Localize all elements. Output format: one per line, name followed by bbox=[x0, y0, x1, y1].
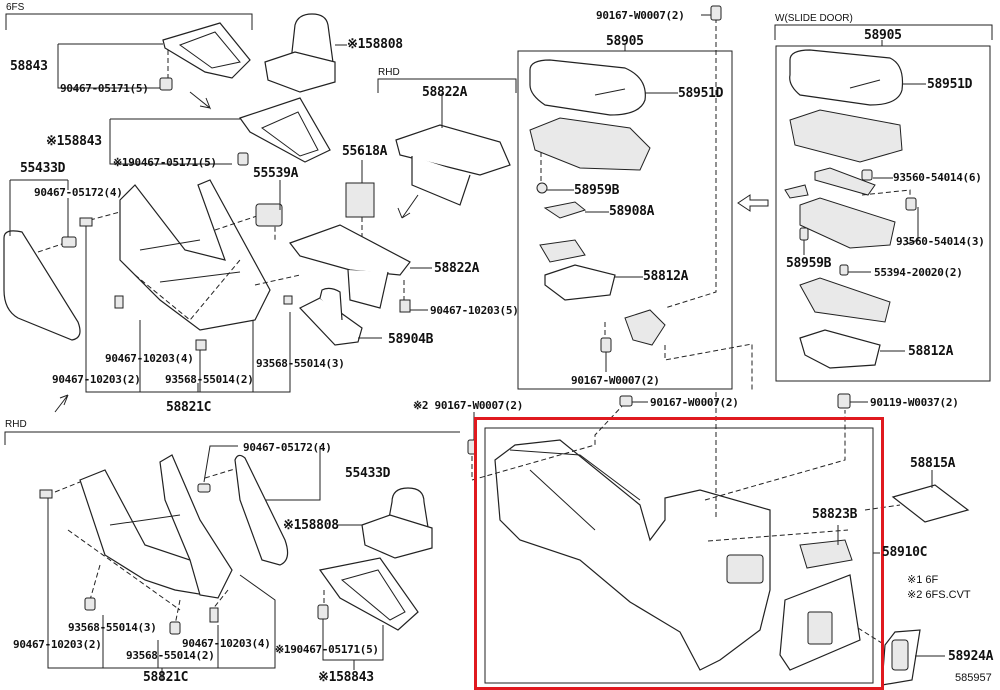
part-label-90467-10203-4-bottom[interactable]: 90467-10203(4) bbox=[182, 637, 271, 650]
part-label-90119-W0037[interactable]: 90119-W0037(2) bbox=[870, 396, 959, 409]
part-label-58812A[interactable]: 58812A bbox=[643, 269, 689, 284]
box-58910C bbox=[484, 427, 874, 684]
arrow-left-icon bbox=[737, 194, 769, 212]
shift-bezel-58843-drawing bbox=[57, 22, 251, 91]
part-label-58821C-bottom[interactable]: 58821C bbox=[143, 670, 189, 685]
part-label-58905-slide-door[interactable]: 58905 bbox=[864, 28, 902, 43]
part-label-90467-05172[interactable]: 90467-05172(4) bbox=[34, 186, 123, 199]
part-label-58951D[interactable]: 58951D bbox=[678, 86, 724, 101]
section-label-rhd-bottom: RHD bbox=[5, 419, 27, 430]
shift-bezel-158843-drawing bbox=[109, 97, 331, 166]
shift-bezel-158843-bottom-drawing bbox=[317, 557, 419, 670]
part-label-90167-W0007-bottom[interactable]: 90167-W0007(2) bbox=[571, 374, 660, 387]
bracket-6fs bbox=[5, 13, 253, 30]
part-label-58959B-slide-door[interactable]: 58959B bbox=[786, 256, 832, 271]
part-label-58823B[interactable]: 58823B bbox=[812, 507, 858, 522]
part-label-90167-W0007-top[interactable]: 90167-W0007(2) bbox=[596, 9, 685, 22]
part-label-93560-54014-6[interactable]: 93560-54014(6) bbox=[893, 171, 982, 184]
side-panel-55433D-drawing bbox=[3, 179, 81, 341]
part-label-58821C[interactable]: 58821C bbox=[166, 400, 212, 415]
part-label-55433D-bottom[interactable]: 55433D bbox=[345, 466, 391, 481]
arrow-up-right-icon bbox=[54, 394, 69, 413]
part-label-93568-55014-3-bottom[interactable]: 93568-55014(3) bbox=[68, 621, 157, 634]
arrow-down-right-icon bbox=[189, 91, 212, 110]
part-label-58904B[interactable]: 58904B bbox=[388, 332, 434, 347]
section-label-rhd-top: RHD bbox=[378, 67, 400, 78]
part-label-55394-20020[interactable]: 55394-20020(2) bbox=[874, 266, 963, 279]
cup-holder-58822A-mid-drawing bbox=[289, 224, 432, 313]
part-label-58822A-mid[interactable]: 58822A bbox=[434, 261, 480, 276]
bracket-slide-door bbox=[774, 24, 993, 40]
part-label-90167-W0007-mid[interactable]: 90167-W0007(2) bbox=[650, 396, 739, 409]
highlight-frame bbox=[474, 417, 884, 690]
part-label-93568-55014-2[interactable]: 93568-55014(2) bbox=[165, 373, 254, 386]
console-box-58910C-drawing bbox=[467, 392, 901, 671]
part-label-158808[interactable]: ※158808 bbox=[347, 37, 403, 52]
part-label-90467-10203-5[interactable]: 90467-10203(5) bbox=[430, 304, 519, 317]
part-label-58959B[interactable]: 58959B bbox=[574, 183, 620, 198]
arrow-down-left-icon bbox=[397, 194, 419, 219]
part-label-158843[interactable]: ※158843 bbox=[46, 134, 102, 149]
part-55618A-drawing bbox=[345, 160, 375, 240]
box-58905-slide-door bbox=[775, 45, 991, 382]
cup-holder-58822A-top-drawing bbox=[395, 93, 511, 206]
part-label-58815A[interactable]: 58815A bbox=[910, 456, 956, 471]
part-label-190467-05171-bottom[interactable]: ※190467-05171(5) bbox=[275, 643, 379, 656]
part-label-58910C[interactable]: 58910C bbox=[882, 545, 928, 560]
shift-boot-158808-bottom-drawing bbox=[338, 487, 433, 559]
part-label-158808-bottom[interactable]: ※158808 bbox=[283, 518, 339, 533]
shift-boot-58808-drawing bbox=[264, 13, 347, 93]
figure-id: 585957 bbox=[955, 672, 992, 684]
section-label-slide-door: W(SLIDE DOOR) bbox=[775, 13, 853, 24]
note-1: ※1 6F bbox=[907, 574, 939, 586]
part-label-158843-bottom[interactable]: ※158843 bbox=[318, 670, 374, 685]
part-label-55618A[interactable]: 55618A bbox=[342, 144, 388, 159]
console-frame-58821C-top-drawing bbox=[79, 179, 301, 393]
side-panel-55433D-bottom-drawing bbox=[234, 454, 289, 566]
armrest-slide-door-drawing bbox=[784, 49, 926, 369]
part-label-58908A[interactable]: 58908A bbox=[609, 204, 655, 219]
part-label-58951D-slide-door[interactable]: 58951D bbox=[927, 77, 973, 92]
part-label-90467-10203-4[interactable]: 90467-10203(4) bbox=[105, 352, 194, 365]
part-label-58924A[interactable]: 58924A bbox=[948, 649, 994, 664]
part-label-90467-05172-bottom[interactable]: 90467-05172(4) bbox=[243, 441, 332, 454]
console-frame-58821C-bottom-drawing bbox=[39, 445, 321, 680]
part-label-90467-10203-2[interactable]: 90467-10203(2) bbox=[52, 373, 141, 386]
part-label-58905[interactable]: 58905 bbox=[606, 34, 644, 49]
mat-58815A-drawing bbox=[891, 470, 970, 523]
tray-58904B-drawing bbox=[299, 287, 382, 346]
bracket-rhd-top bbox=[377, 78, 517, 93]
part-label-58843[interactable]: 58843 bbox=[10, 59, 48, 74]
part-label-90467-05171[interactable]: 90467-05171(5) bbox=[60, 82, 149, 95]
part-label-58812A-slide-door[interactable]: 58812A bbox=[908, 344, 954, 359]
part-label-90467-10203-2-bottom[interactable]: 90467-10203(2) bbox=[13, 638, 102, 651]
part-label-55539A[interactable]: 55539A bbox=[253, 166, 299, 181]
part-label-2-90167-W0007[interactable]: ※2 90167-W0007(2) bbox=[413, 399, 524, 412]
part-label-58822A-top[interactable]: 58822A bbox=[422, 85, 468, 100]
part-label-93568-55014-3[interactable]: 93568-55014(3) bbox=[256, 357, 345, 370]
bracket-rhd-bottom bbox=[4, 431, 460, 445]
note-2: ※2 6FS.CVT bbox=[907, 589, 971, 601]
part-label-93568-55014-2-bottom[interactable]: 93568-55014(2) bbox=[126, 649, 215, 662]
part-label-55433D[interactable]: 55433D bbox=[20, 161, 66, 176]
section-label-6fs: 6FS bbox=[6, 2, 25, 13]
part-label-93560-54014-3[interactable]: 93560-54014(3) bbox=[896, 235, 985, 248]
part-label-190467-05171[interactable]: ※190467-05171(5) bbox=[113, 156, 217, 169]
armrest-58905-drawing bbox=[529, 5, 753, 392]
